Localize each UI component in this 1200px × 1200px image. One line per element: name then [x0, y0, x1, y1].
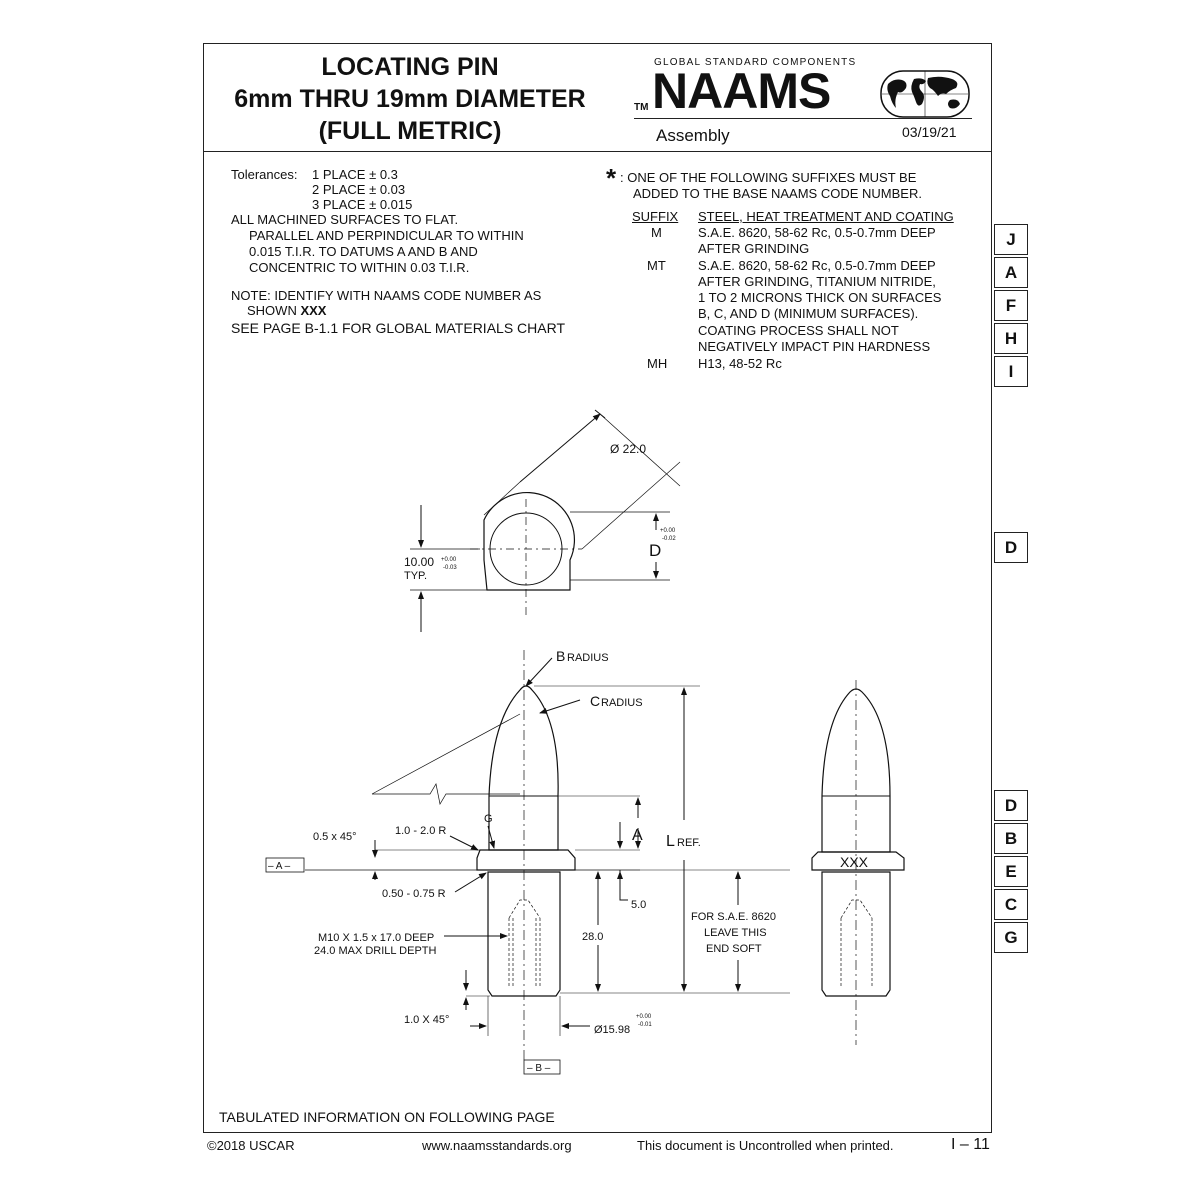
tolerances-label: Tolerances:: [231, 167, 298, 182]
label-soft-1: FOR S.A.E. 8620: [691, 911, 776, 923]
machined-note-2: PARALLEL AND PERPINDICULAR TO WITHIN: [249, 228, 524, 243]
identify-note-2: SHOWN XXX: [247, 303, 326, 319]
doc-date: 03/19/21: [902, 124, 957, 140]
identify-note-1: NOTE: IDENTIFY WITH NAAMS CODE NUMBER AS: [231, 288, 542, 303]
suffix-intro-2: ADDED TO THE BASE NAAMS CODE NUMBER.: [633, 186, 922, 201]
label-diameter-22: Ø 22.0: [610, 442, 646, 456]
footer-disclaimer: This document is Uncontrolled when print…: [637, 1138, 894, 1153]
suffix-intro-1: : ONE OF THE FOLLOWING SUFFIXES MUST BE: [620, 170, 917, 185]
label-radius-1-2: 1.0 - 2.0 R: [395, 825, 446, 837]
title-line-3: (FULL METRIC): [318, 117, 502, 145]
identify-note-code: XXX: [300, 303, 327, 318]
identify-note-shown: SHOWN: [247, 303, 297, 318]
tolerance-3-place: 3 PLACE ± 0.015: [312, 197, 413, 212]
brand-caption: GLOBAL STANDARD COMPONENTS: [654, 57, 857, 68]
label-dim-28: 28.0: [582, 931, 603, 943]
index-tab-f[interactable]: F: [994, 290, 1028, 321]
suffix-mt-line-6: NEGATIVELY IMPACT PIN HARDNESS: [698, 339, 931, 354]
globe-icon: [880, 70, 970, 123]
materials-note: SEE PAGE B-1.1 FOR GLOBAL MATERIALS CHAR…: [231, 320, 566, 336]
label-radius-05-075: 0.50 - 0.75 R: [382, 888, 446, 900]
index-tab-h[interactable]: H: [994, 323, 1028, 354]
label-l: L: [666, 833, 675, 850]
machined-note-1: ALL MACHINED SURFACES TO FLAT.: [231, 212, 459, 227]
label-dim-10: 10.00: [404, 555, 434, 569]
label-d-tol-minus: -0.02: [662, 536, 676, 542]
label-dim-10-tol-minus: -0.03: [443, 565, 457, 571]
label-soft-2: LEAVE THIS: [704, 927, 767, 939]
suffix-code-m: M: [651, 225, 662, 240]
footer-copyright: ©2018 USCAR: [207, 1138, 295, 1153]
label-soft-3: END SOFT: [706, 943, 762, 955]
footer-website[interactable]: www.naamsstandards.org: [422, 1138, 572, 1153]
top-view: [410, 409, 681, 632]
label-d: D: [649, 541, 661, 560]
material-column-header: STEEL, HEAT TREATMENT AND COATING: [698, 209, 954, 224]
label-thread-2: 24.0 MAX DRILL DEPTH: [314, 945, 437, 957]
page-frame: [203, 43, 992, 1133]
suffix-code-mt: MT: [647, 258, 666, 273]
label-g: G: [484, 813, 493, 825]
datum-b-label: – B –: [527, 1063, 551, 1074]
suffix-mt-line-2: AFTER GRINDING, TITANIUM NITRIDE,: [698, 274, 936, 289]
label-dia-tol-minus: -0.01: [638, 1022, 652, 1028]
tolerance-1-place: 1 PLACE ± 0.3: [312, 167, 398, 182]
label-code-xxx: XXX: [840, 854, 869, 870]
index-tab-c[interactable]: C: [994, 889, 1028, 920]
label-dia-tol-plus: +0.00: [636, 1014, 652, 1020]
index-tab-j[interactable]: J: [994, 224, 1028, 255]
label-dim-10-tol-plus: +0.00: [441, 557, 457, 563]
index-tab-e[interactable]: E: [994, 856, 1028, 887]
suffix-mt-line-5: COATING PROCESS SHALL NOT: [698, 323, 899, 338]
label-c-radius-letter: C: [590, 693, 600, 709]
suffix-mt-line-1: S.A.E. 8620, 58-62 Rc, 0.5-0.7mm DEEP: [698, 258, 936, 273]
asterisk-marker: *: [606, 163, 617, 193]
datum-a-label: – A –: [268, 861, 291, 872]
label-c-radius-word: RADIUS: [601, 697, 643, 709]
machined-note-3: 0.015 T.I.R. TO DATUMS A AND B AND: [249, 244, 478, 259]
label-a: A: [632, 827, 643, 844]
tabulated-info-note: TABULATED INFORMATION ON FOLLOWING PAGE: [219, 1109, 555, 1125]
brand-logo: NAAMS: [652, 63, 831, 119]
title-line-1: LOCATING PIN: [321, 53, 499, 81]
right-view: [811, 680, 905, 1045]
brand-rule: [634, 118, 972, 119]
side-view: [265, 650, 790, 1075]
doc-type: Assembly: [656, 126, 730, 145]
index-tab-i[interactable]: I: [994, 356, 1028, 387]
suffix-mt-line-4: B, C, AND D (MINIMUM SURFACES).: [698, 306, 919, 321]
title-line-2: 6mm THRU 19mm DIAMETER: [234, 85, 586, 113]
suffix-code-mh: MH: [647, 356, 668, 371]
suffix-m-line-1: S.A.E. 8620, 58-62 Rc, 0.5-0.7mm DEEP: [698, 225, 936, 240]
index-tab-b[interactable]: B: [994, 823, 1028, 854]
tolerance-2-place: 2 PLACE ± 0.03: [312, 182, 406, 197]
label-typ: TYP.: [404, 570, 427, 582]
label-b-radius-letter: B: [556, 648, 565, 664]
suffix-column-header: SUFFIX: [632, 209, 679, 224]
label-chamfer-05: 0.5 x 45°: [313, 831, 357, 843]
index-tab-d-lower[interactable]: D: [994, 790, 1028, 821]
index-tab-a[interactable]: A: [994, 257, 1028, 288]
suffix-mh-line-1: H13, 48-52 Rc: [698, 356, 782, 371]
label-diameter-1598: Ø15.98: [594, 1024, 630, 1036]
label-dim-5: 5.0: [631, 899, 646, 911]
label-l-ref: REF.: [677, 837, 701, 849]
index-tab-g[interactable]: G: [994, 922, 1028, 953]
index-tab-d-upper[interactable]: D: [994, 532, 1028, 563]
page-number: I – 11: [951, 1136, 990, 1153]
suffix-mt-line-3: 1 TO 2 MICRONS THICK ON SURFACES: [698, 290, 942, 305]
label-chamfer-1: 1.0 X 45°: [404, 1014, 449, 1026]
header-divider: [203, 151, 992, 152]
machined-note-4: CONCENTRIC TO WITHIN 0.03 T.I.R.: [249, 260, 470, 275]
suffix-m-line-2: AFTER GRINDING: [698, 241, 810, 256]
label-b-radius-word: RADIUS: [567, 652, 609, 664]
label-thread-1: M10 X 1.5 x 17.0 DEEP: [318, 932, 434, 944]
brand-tm: TM: [634, 102, 649, 113]
label-d-tol-plus: +0.00: [660, 528, 676, 534]
